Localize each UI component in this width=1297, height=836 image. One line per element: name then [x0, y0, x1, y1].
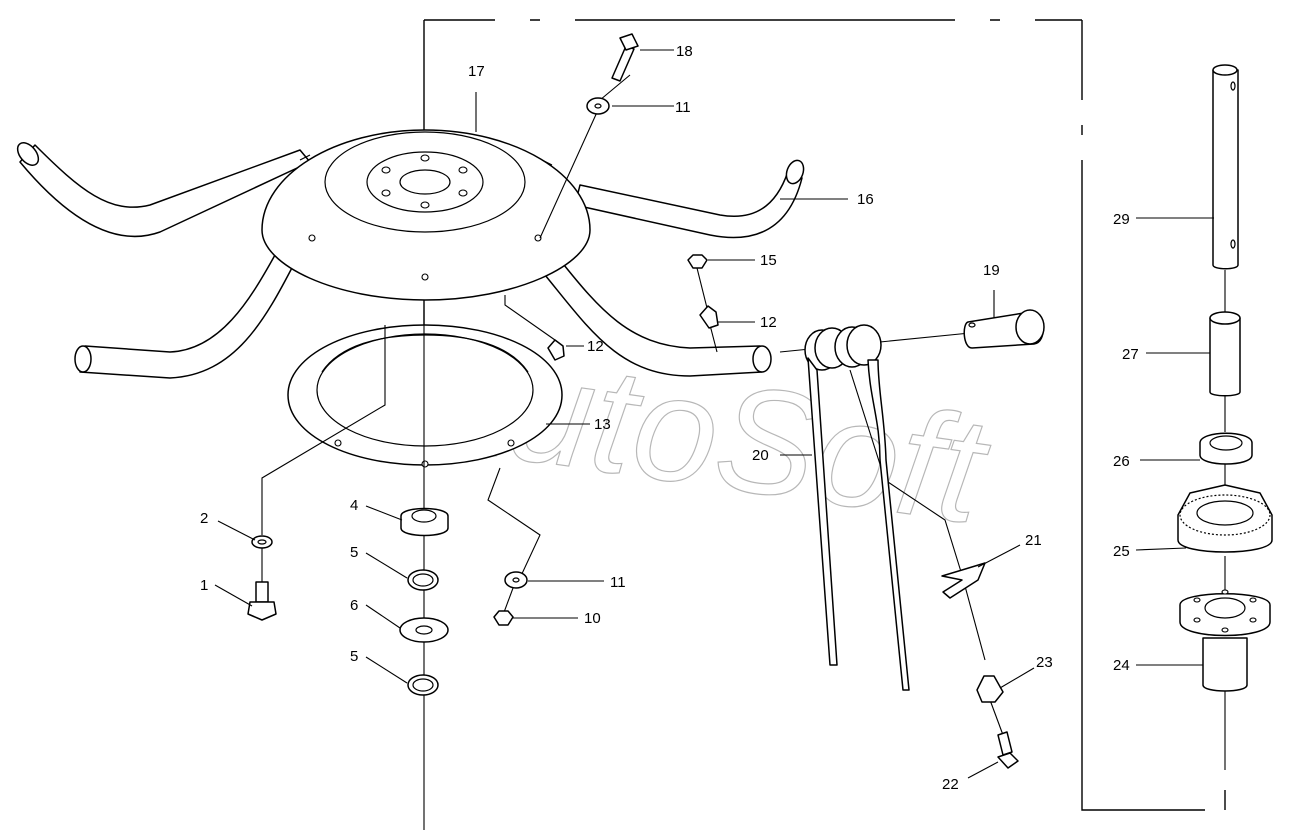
callout-11-low: 11 [610, 574, 626, 591]
callout-5a: 5 [350, 544, 358, 561]
callout-26: 26 [1113, 453, 1130, 470]
callout-12-center: 12 [587, 338, 604, 355]
spring-tine [804, 309, 1045, 691]
callout-22: 22 [942, 776, 959, 793]
gear-stack [1177, 64, 1273, 692]
callout-18: 18 [676, 43, 693, 60]
callout-1: 1 [200, 577, 208, 594]
tine-retainer [941, 562, 1019, 769]
callout-11-top: 11 [675, 99, 691, 116]
rotor-plate [261, 129, 591, 301]
callout-19: 19 [983, 262, 1000, 279]
callout-12-right: 12 [760, 314, 777, 331]
ring-plate [287, 324, 563, 468]
callout-29: 29 [1113, 211, 1130, 228]
callout-17: 17 [468, 63, 485, 80]
callout-25: 25 [1113, 543, 1130, 560]
callout-6: 6 [350, 597, 358, 614]
callout-21: 21 [1025, 532, 1042, 549]
callout-leaders [214, 49, 1214, 779]
hardware [247, 33, 719, 696]
callout-16: 16 [857, 191, 874, 208]
callout-5b: 5 [350, 648, 358, 665]
callout-labels: 1 2 4 5 6 5 10 11 11 12 12 13 15 16 17 1… [200, 43, 1139, 793]
callout-13: 13 [594, 416, 611, 433]
callout-20: 20 [752, 447, 769, 464]
callout-2: 2 [200, 510, 208, 527]
callout-24: 24 [1113, 657, 1130, 674]
callout-15: 15 [760, 252, 777, 269]
callout-10: 10 [584, 610, 601, 627]
callout-23: 23 [1036, 654, 1053, 671]
callout-27: 27 [1122, 346, 1139, 363]
callout-4: 4 [350, 497, 358, 514]
